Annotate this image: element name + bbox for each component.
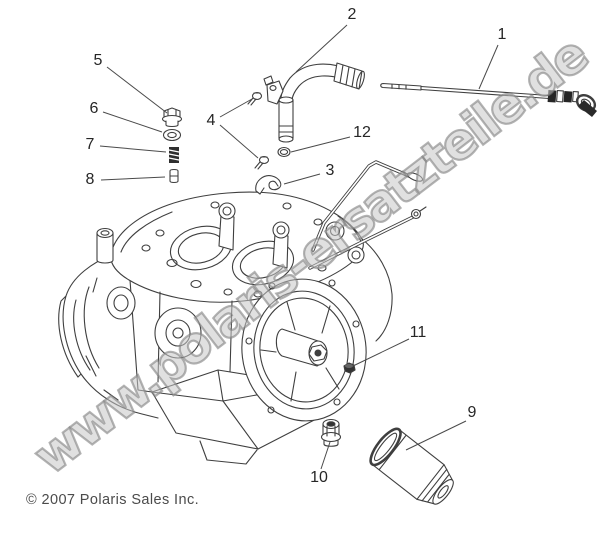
leader-line-7 xyxy=(99,145,167,153)
part-plug-bolt xyxy=(161,107,183,128)
callout-4: 4 xyxy=(206,112,216,129)
leader-line-5 xyxy=(106,66,168,114)
callout-5: 5 xyxy=(93,52,103,69)
leader-line-10 xyxy=(320,441,331,470)
part-mounting-bolts xyxy=(247,91,270,170)
part-clip xyxy=(255,175,282,195)
callout-1: 1 xyxy=(497,26,507,43)
leader-line-2 xyxy=(295,24,348,73)
part-pin xyxy=(169,168,179,184)
leader-line-9 xyxy=(405,420,467,451)
leader-line-1 xyxy=(478,44,499,90)
part-oring xyxy=(277,146,291,158)
leader-line-4 xyxy=(219,124,259,159)
part-oil-line-upper xyxy=(311,160,424,252)
callout-10: 10 xyxy=(310,469,328,486)
leader-line-11 xyxy=(352,338,410,367)
part-washer xyxy=(162,128,182,142)
callout-8: 8 xyxy=(85,171,95,188)
leader-line-12 xyxy=(290,136,351,153)
part-spring xyxy=(168,147,180,163)
part-dipstick xyxy=(380,82,597,117)
leader-line-6 xyxy=(102,111,163,133)
leader-line-8 xyxy=(100,176,166,181)
part-fitting-plug xyxy=(320,418,342,447)
leader-line-4 xyxy=(219,98,253,118)
part-oil-fill-tube xyxy=(263,62,365,143)
callout-7: 7 xyxy=(85,136,95,153)
leader-line-3 xyxy=(283,173,321,185)
callout-11: 11 xyxy=(409,324,427,341)
callout-3: 3 xyxy=(325,162,335,179)
callout-9: 9 xyxy=(467,404,477,421)
part-nut xyxy=(343,362,356,374)
callout-12: 12 xyxy=(353,124,371,141)
part-oil-filter xyxy=(369,427,454,505)
callout-2: 2 xyxy=(347,6,357,23)
copyright-text: © 2007 Polaris Sales Inc. xyxy=(26,492,200,508)
part-oil-line-lower xyxy=(308,206,427,270)
engine-illustration xyxy=(58,191,393,465)
callout-6: 6 xyxy=(89,100,99,117)
